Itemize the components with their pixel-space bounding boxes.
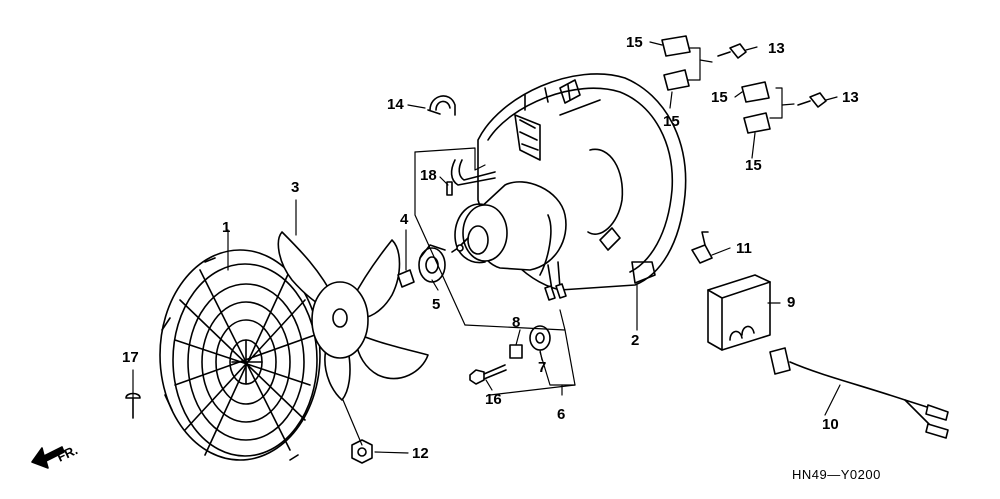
bolt-13a <box>717 43 747 59</box>
front-direction-arrow <box>31 446 65 469</box>
bolt-16 <box>469 364 507 385</box>
callout-15b: 15 <box>663 113 680 130</box>
callout-16: 16 <box>485 391 502 408</box>
callout-12: 12 <box>412 445 429 462</box>
collar-4 <box>397 269 415 288</box>
callout-6: 6 <box>557 406 566 423</box>
fan-guard <box>159 249 321 461</box>
callout-1: 1 <box>222 219 231 236</box>
fan-blade <box>277 231 429 401</box>
callout-14: 14 <box>387 96 404 113</box>
callout-2: 2 <box>631 332 640 349</box>
callout-15a: 15 <box>626 34 643 51</box>
callout-4: 4 <box>400 211 409 228</box>
callout-5: 5 <box>432 296 441 313</box>
callout-9: 9 <box>787 294 796 311</box>
callout-10: 10 <box>822 416 839 433</box>
callout-7: 7 <box>538 359 547 376</box>
fan-motor <box>450 159 567 301</box>
nut-12 <box>351 439 373 464</box>
callout-18: 18 <box>420 167 437 184</box>
callout-13b: 13 <box>842 89 859 106</box>
sub-harness-10 <box>769 347 949 439</box>
fan-shroud <box>477 73 687 291</box>
callout-13a: 13 <box>768 40 785 57</box>
clamp-14 <box>427 95 456 116</box>
callout-15c: 15 <box>711 89 728 106</box>
callout-15d: 15 <box>745 157 762 174</box>
callout-8: 8 <box>512 314 521 331</box>
tube-18 <box>446 181 453 196</box>
callout-11: 11 <box>736 240 752 257</box>
grommet-7 <box>529 325 551 351</box>
pulley-nut-5 <box>418 244 446 283</box>
callout-17: 17 <box>122 349 139 366</box>
leader-lines <box>132 41 841 454</box>
collar-8 <box>509 344 523 359</box>
callout-3: 3 <box>291 179 300 196</box>
relay-11 <box>691 231 713 264</box>
diagram-code: HN49—Y0200 <box>792 467 881 482</box>
clip-15 <box>661 35 771 134</box>
fan-control-unit-9 <box>707 274 771 351</box>
bolt-13b <box>797 92 827 108</box>
